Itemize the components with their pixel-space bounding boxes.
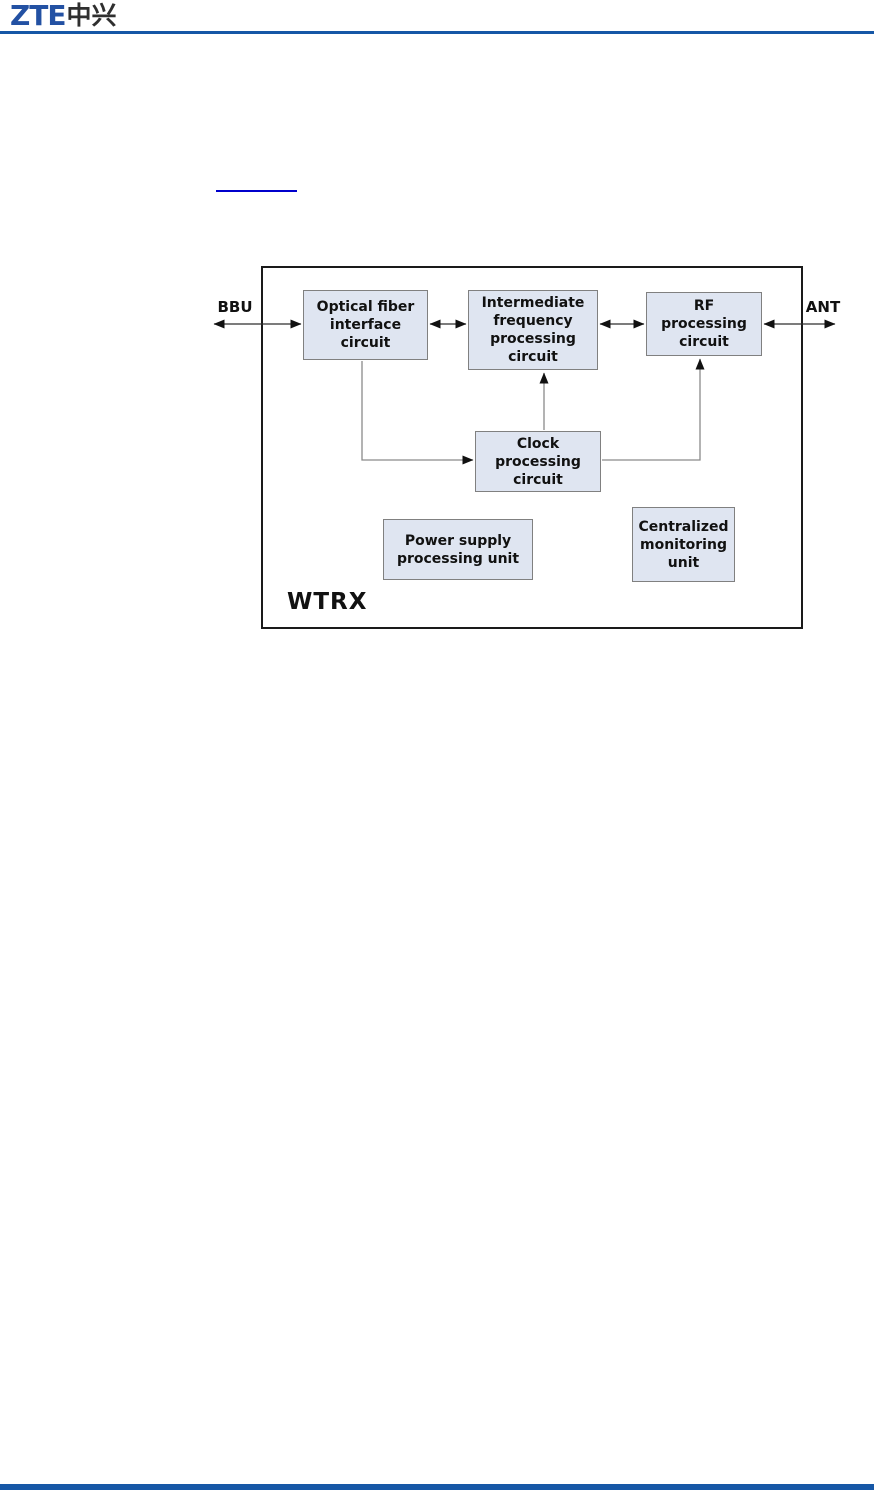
- node-label: Intermediate frequency processing circui…: [481, 295, 585, 365]
- node-clock-processing-circuit: Clock processing circuit: [475, 431, 601, 492]
- header-rule: [0, 31, 874, 34]
- node-label: RF processing circuit: [661, 298, 747, 350]
- footer-rule: [0, 1484, 874, 1490]
- node-label: Clock processing circuit: [495, 435, 581, 488]
- node-label: Optical fiber interface circuit: [316, 299, 415, 351]
- zte-logo: ZTE 中兴: [10, 0, 117, 32]
- zte-logo-latin: ZTE: [10, 0, 67, 32]
- node-centralized-monitoring-unit: Centralized monitoring unit: [632, 507, 735, 582]
- bbu-label: BBU: [217, 298, 253, 316]
- zte-logo-chinese: 中兴: [66, 1, 117, 30]
- node-optical-fiber-interface-circuit: Optical fiber interface circuit: [303, 290, 428, 360]
- node-label: Power supply processing unit: [396, 532, 520, 567]
- empty-link-underline[interactable]: [216, 190, 297, 192]
- node-rf-processing-circuit: RF processing circuit: [646, 292, 762, 356]
- wtrx-title: WTRX: [287, 589, 368, 615]
- node-power-supply-processing-unit: Power supply processing unit: [383, 519, 533, 580]
- node-intermediate-frequency-processing-circuit: Intermediate frequency processing circui…: [468, 290, 598, 370]
- node-label: Centralized monitoring unit: [638, 518, 729, 571]
- ant-label: ANT: [805, 298, 841, 316]
